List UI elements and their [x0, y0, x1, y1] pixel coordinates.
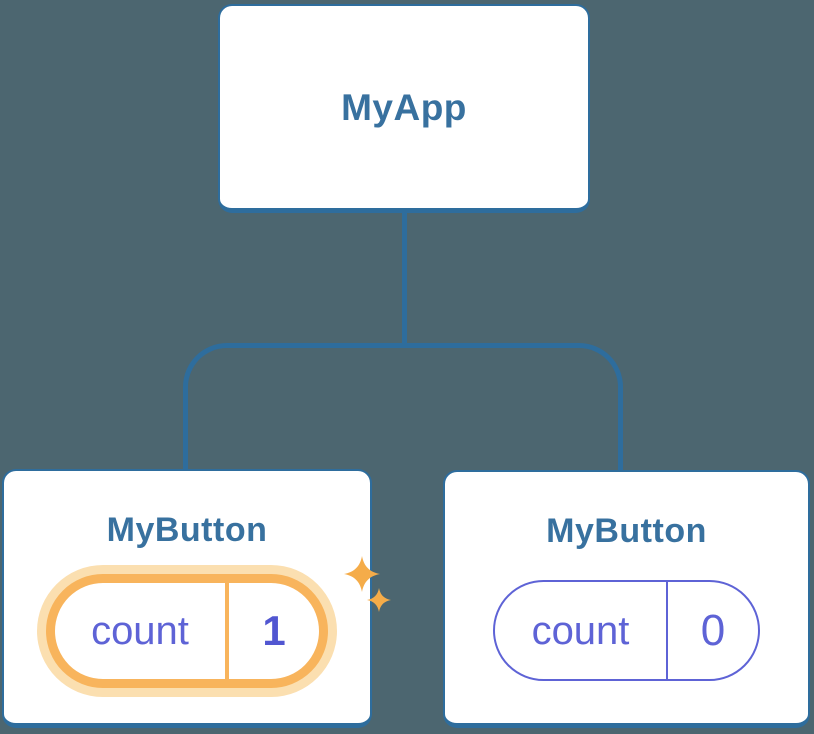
- myapp-node-label: MyApp: [341, 86, 467, 128]
- state-value: 0: [700, 605, 726, 655]
- mybutton-node-label: MyButton: [546, 512, 707, 550]
- pill-divider: [225, 583, 229, 679]
- mybutton-node-label: MyButton: [106, 511, 268, 549]
- myapp-node: MyApp: [218, 4, 590, 213]
- sparkle-icon: [344, 556, 380, 592]
- state-name-label: count: [531, 608, 630, 653]
- state-value: 1: [262, 607, 286, 654]
- state-pill: count 0: [493, 580, 760, 681]
- tree-connector-stem: [402, 211, 407, 347]
- state-name-label: count: [91, 609, 189, 653]
- pill-divider: [666, 582, 668, 679]
- tree-connector-fork: [183, 343, 623, 470]
- mybutton-node-unchanged: MyButton count 0: [443, 470, 810, 728]
- mybutton-node-updated: MyButton count 1: [2, 469, 391, 728]
- sparkle-icon: [367, 588, 391, 612]
- state-pill-wrapper: count 1: [46, 556, 391, 688]
- state-pill-highlighted: count 1: [46, 574, 328, 688]
